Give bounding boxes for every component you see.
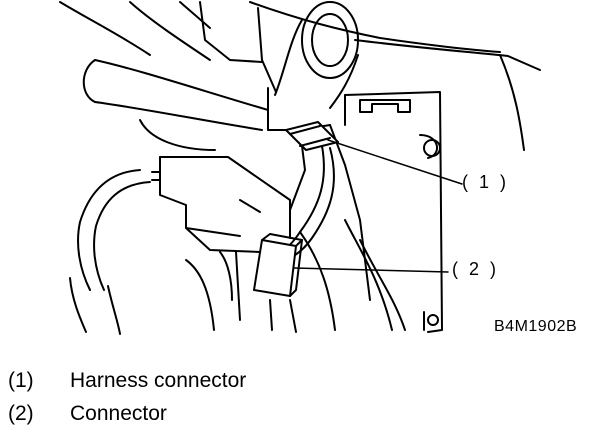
harness-connector [285,121,339,151]
lower-left-piping [69,169,233,335]
callout-2-leader [293,267,449,273]
legend-number: (2) [8,402,34,425]
dash-panel-outline [59,1,541,151]
support-bar [82,59,269,151]
lower-shaft [235,219,406,333]
legend-label: Connector [70,402,167,425]
callout-label-1: ( 1 ) [462,172,510,192]
steering-column-wiring-illustration [59,1,541,335]
callout-leaders [293,139,463,273]
callout-label-2: ( 2 ) [452,259,500,279]
steering-column [199,1,359,109]
connector-block [253,233,303,297]
legend-label: Harness connector [70,369,247,392]
switch-module [151,156,291,253]
callout-1-leader [327,139,463,185]
legend-number: (1) [8,369,34,392]
figure-code: B4M1902B [494,318,578,335]
side-bracket-plate [344,91,443,333]
